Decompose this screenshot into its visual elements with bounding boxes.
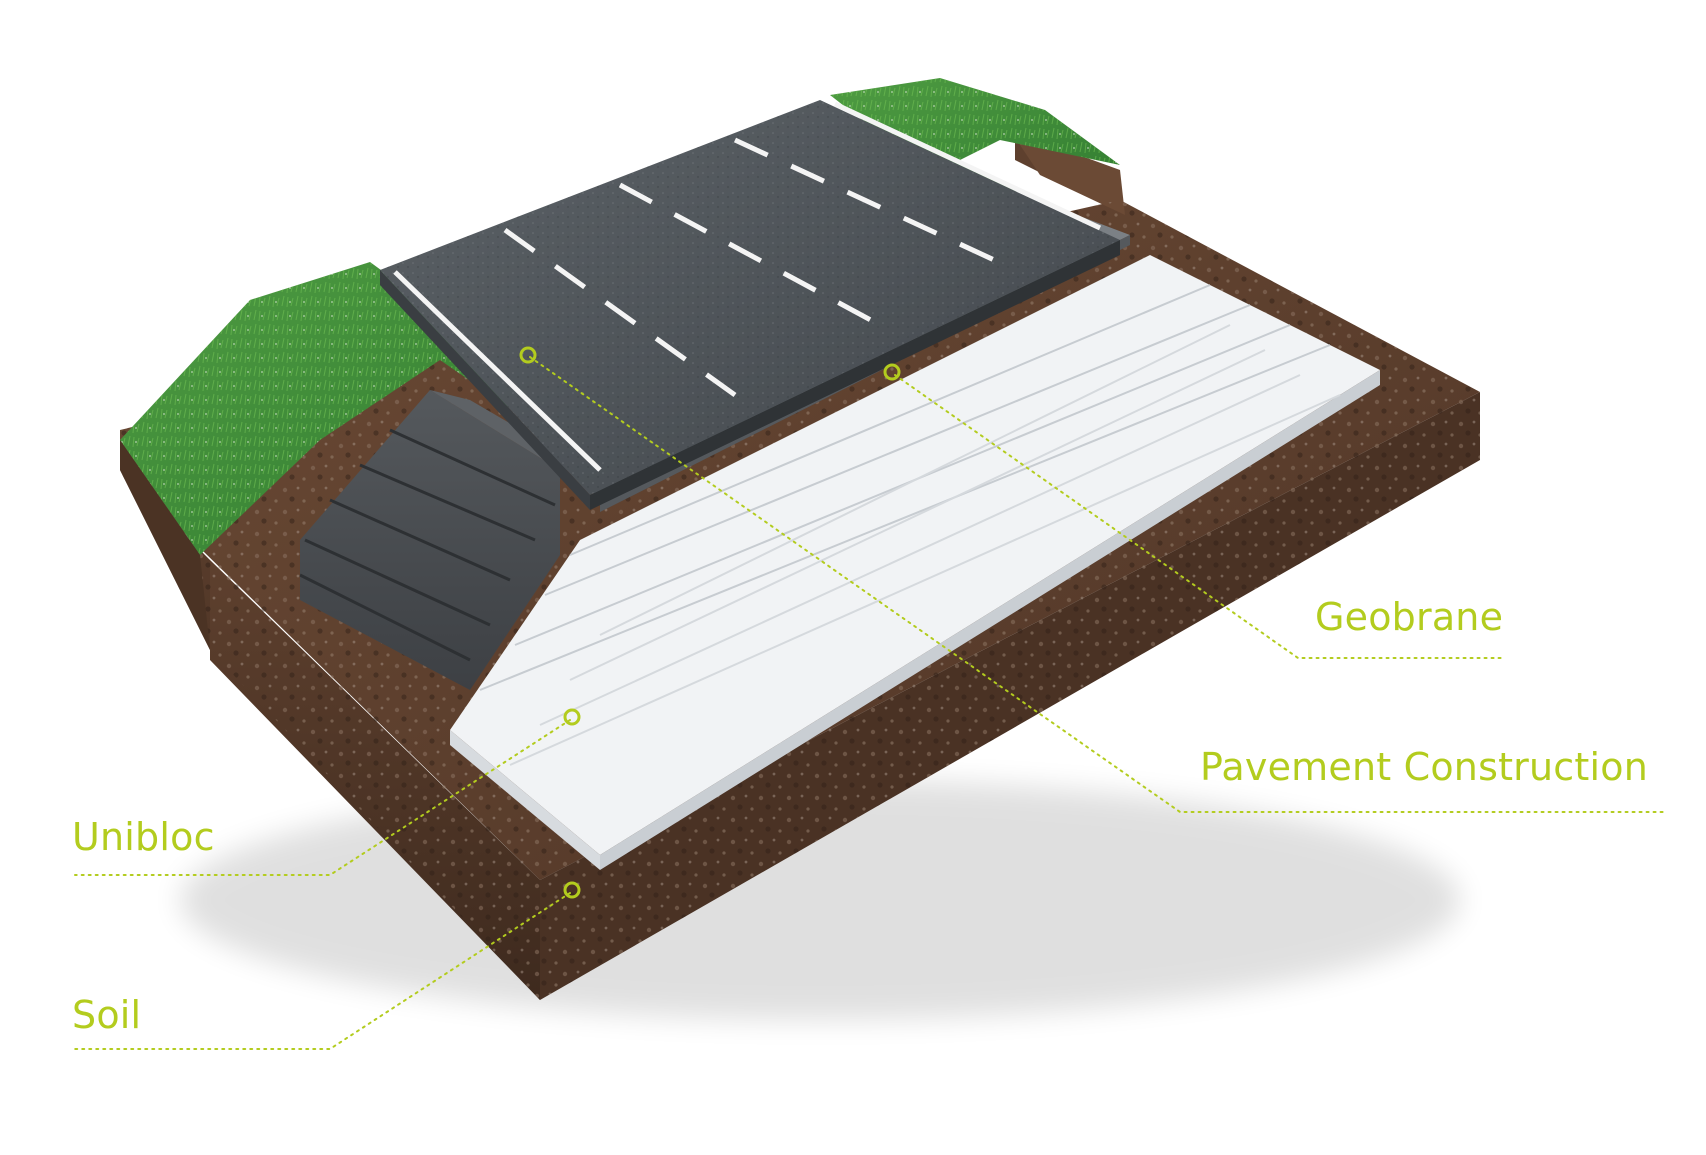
unibloc-blocks bbox=[450, 255, 1380, 870]
label-soil: Soil bbox=[72, 993, 142, 1037]
anchor-pavement bbox=[519, 346, 537, 364]
anchor-unibloc bbox=[563, 708, 581, 726]
grass-embankment-left bbox=[120, 262, 585, 650]
label-unibloc: Unibloc bbox=[72, 815, 215, 859]
leader-soil bbox=[74, 892, 571, 1050]
anchor-soil bbox=[563, 881, 581, 899]
leader-unibloc bbox=[74, 719, 571, 876]
asphalt-road bbox=[380, 100, 1120, 510]
grass-strip-right bbox=[830, 78, 1120, 220]
label-pavement-construction: Pavement Construction bbox=[1200, 745, 1648, 789]
leader-pavement bbox=[529, 356, 1666, 813]
leader-geobrane bbox=[894, 374, 1504, 659]
callout-anchors bbox=[519, 346, 901, 899]
anchor-geobrane bbox=[883, 363, 901, 381]
label-geobrane: Geobrane bbox=[1315, 595, 1504, 639]
callout-leaders bbox=[74, 356, 1666, 1050]
